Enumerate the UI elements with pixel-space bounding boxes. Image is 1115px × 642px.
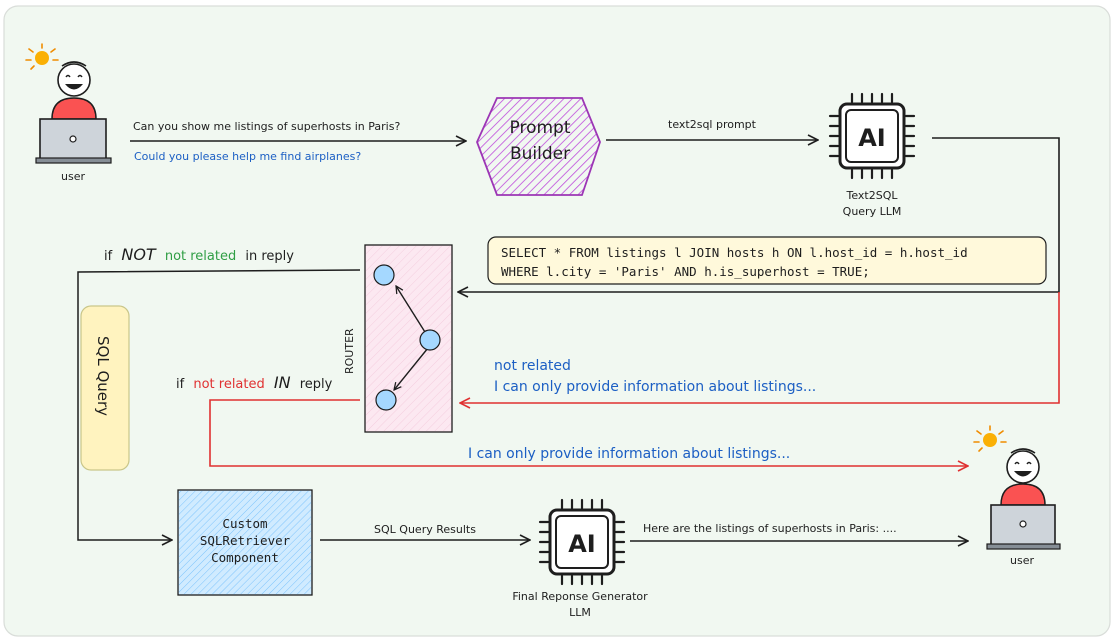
text2sql-llm-line2: Query LLM <box>843 205 902 218</box>
router-node-bottom <box>375 389 397 411</box>
laptop-icon <box>986 504 1061 550</box>
final-llm-node: AI Final Reponse Generator LLM <box>512 498 648 619</box>
ai-chip-bottom-text: AI <box>568 530 596 558</box>
text2sql-prompt-label: text2sql prompt <box>668 118 757 131</box>
text2sql-llm-node: AI Text2SQL Query LLM <box>828 92 916 218</box>
person-icon <box>51 61 97 120</box>
arrow-router-to-retriever <box>77 269 361 540</box>
laptop-icon <box>35 118 112 164</box>
sql-query-note: SQL Query <box>80 305 130 471</box>
query-alt-text: Could you please help me find airplanes? <box>134 150 361 163</box>
final-reply-text: I can only provide information about lis… <box>468 446 790 462</box>
ai-chip-icon: AI <box>828 92 916 180</box>
user-top-label: user <box>61 170 85 183</box>
person-icon <box>1000 448 1046 506</box>
ai-chip-top-text: AI <box>858 124 886 152</box>
arrow-llm-to-router <box>458 137 1060 292</box>
sql-code-box: SELECT * FROM listings l JOIN hosts h ON… <box>487 236 1047 285</box>
arrow-not-related-to-router <box>460 292 1060 403</box>
sql-query-note-text: SQL Query <box>94 336 112 416</box>
arrow-router-to-user-red <box>209 399 968 466</box>
if-related-in-text: if not related IN reply <box>176 373 333 392</box>
not-related-message: I can only provide information about lis… <box>494 379 816 395</box>
router-node: ROUTER <box>343 244 453 433</box>
text2sql-llm-line1: Text2SQL <box>845 189 898 202</box>
user-bottom-figure: user <box>973 425 1061 567</box>
if-not-related-text: if NOT not related in reply <box>104 245 294 264</box>
final-llm-line2: LLM <box>569 606 591 619</box>
background-frame <box>3 5 1111 637</box>
retriever-line2: SQLRetriever <box>200 533 291 548</box>
sql-code-line2: WHERE l.city = 'Paris' AND h.is_superhos… <box>501 264 870 279</box>
ai-chip-icon: AI <box>538 498 626 586</box>
retriever-line3: Component <box>211 550 279 565</box>
not-related-label: not related <box>494 358 571 374</box>
router-node-top <box>373 264 395 286</box>
prompt-builder-line1: Prompt <box>510 118 571 138</box>
sun-icon <box>973 425 1007 452</box>
router-node-middle <box>419 329 441 351</box>
prompt-builder-node: Prompt Builder <box>476 97 601 196</box>
sun-icon <box>25 43 59 70</box>
final-llm-line1: Final Reponse Generator <box>512 590 648 603</box>
user-bottom-label: user <box>1010 554 1034 567</box>
query-main-text: Can you show me listings of superhosts i… <box>133 120 400 133</box>
sql-results-label: SQL Query Results <box>374 523 476 536</box>
retriever-node: Custom SQLRetriever Component <box>177 489 313 596</box>
prompt-builder-line2: Builder <box>510 144 570 164</box>
user-top-figure: user <box>25 43 112 183</box>
final-answer-label: Here are the listings of superhosts in P… <box>643 522 897 535</box>
router-label: ROUTER <box>343 328 356 374</box>
retriever-line1: Custom <box>222 516 267 531</box>
sql-code-line1: SELECT * FROM listings l JOIN hosts h ON… <box>501 245 968 260</box>
